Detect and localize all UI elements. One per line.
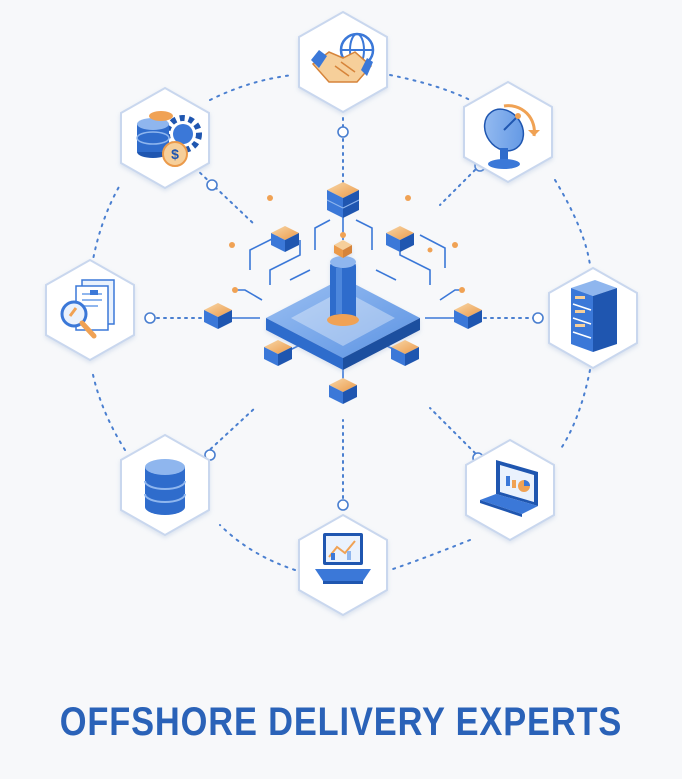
handshake-globe-icon xyxy=(298,10,388,114)
database-icon xyxy=(120,433,210,537)
document-search-icon xyxy=(45,258,135,362)
delivery-network-diagram: $ xyxy=(45,10,638,617)
page-title: OFFSHORE DELIVERY EXPERTS xyxy=(59,700,623,744)
coins-gear-icon: $ xyxy=(120,86,210,190)
laptop-chart-icon xyxy=(298,513,388,617)
laptop-analytics-icon xyxy=(465,438,555,542)
ring-lines xyxy=(91,74,591,571)
server-rack-icon xyxy=(548,266,638,370)
chip-cubes xyxy=(204,182,482,404)
satellite-dish-icon xyxy=(463,80,553,184)
svg-text:$: $ xyxy=(171,146,179,162)
central-platform-icon xyxy=(204,182,482,404)
